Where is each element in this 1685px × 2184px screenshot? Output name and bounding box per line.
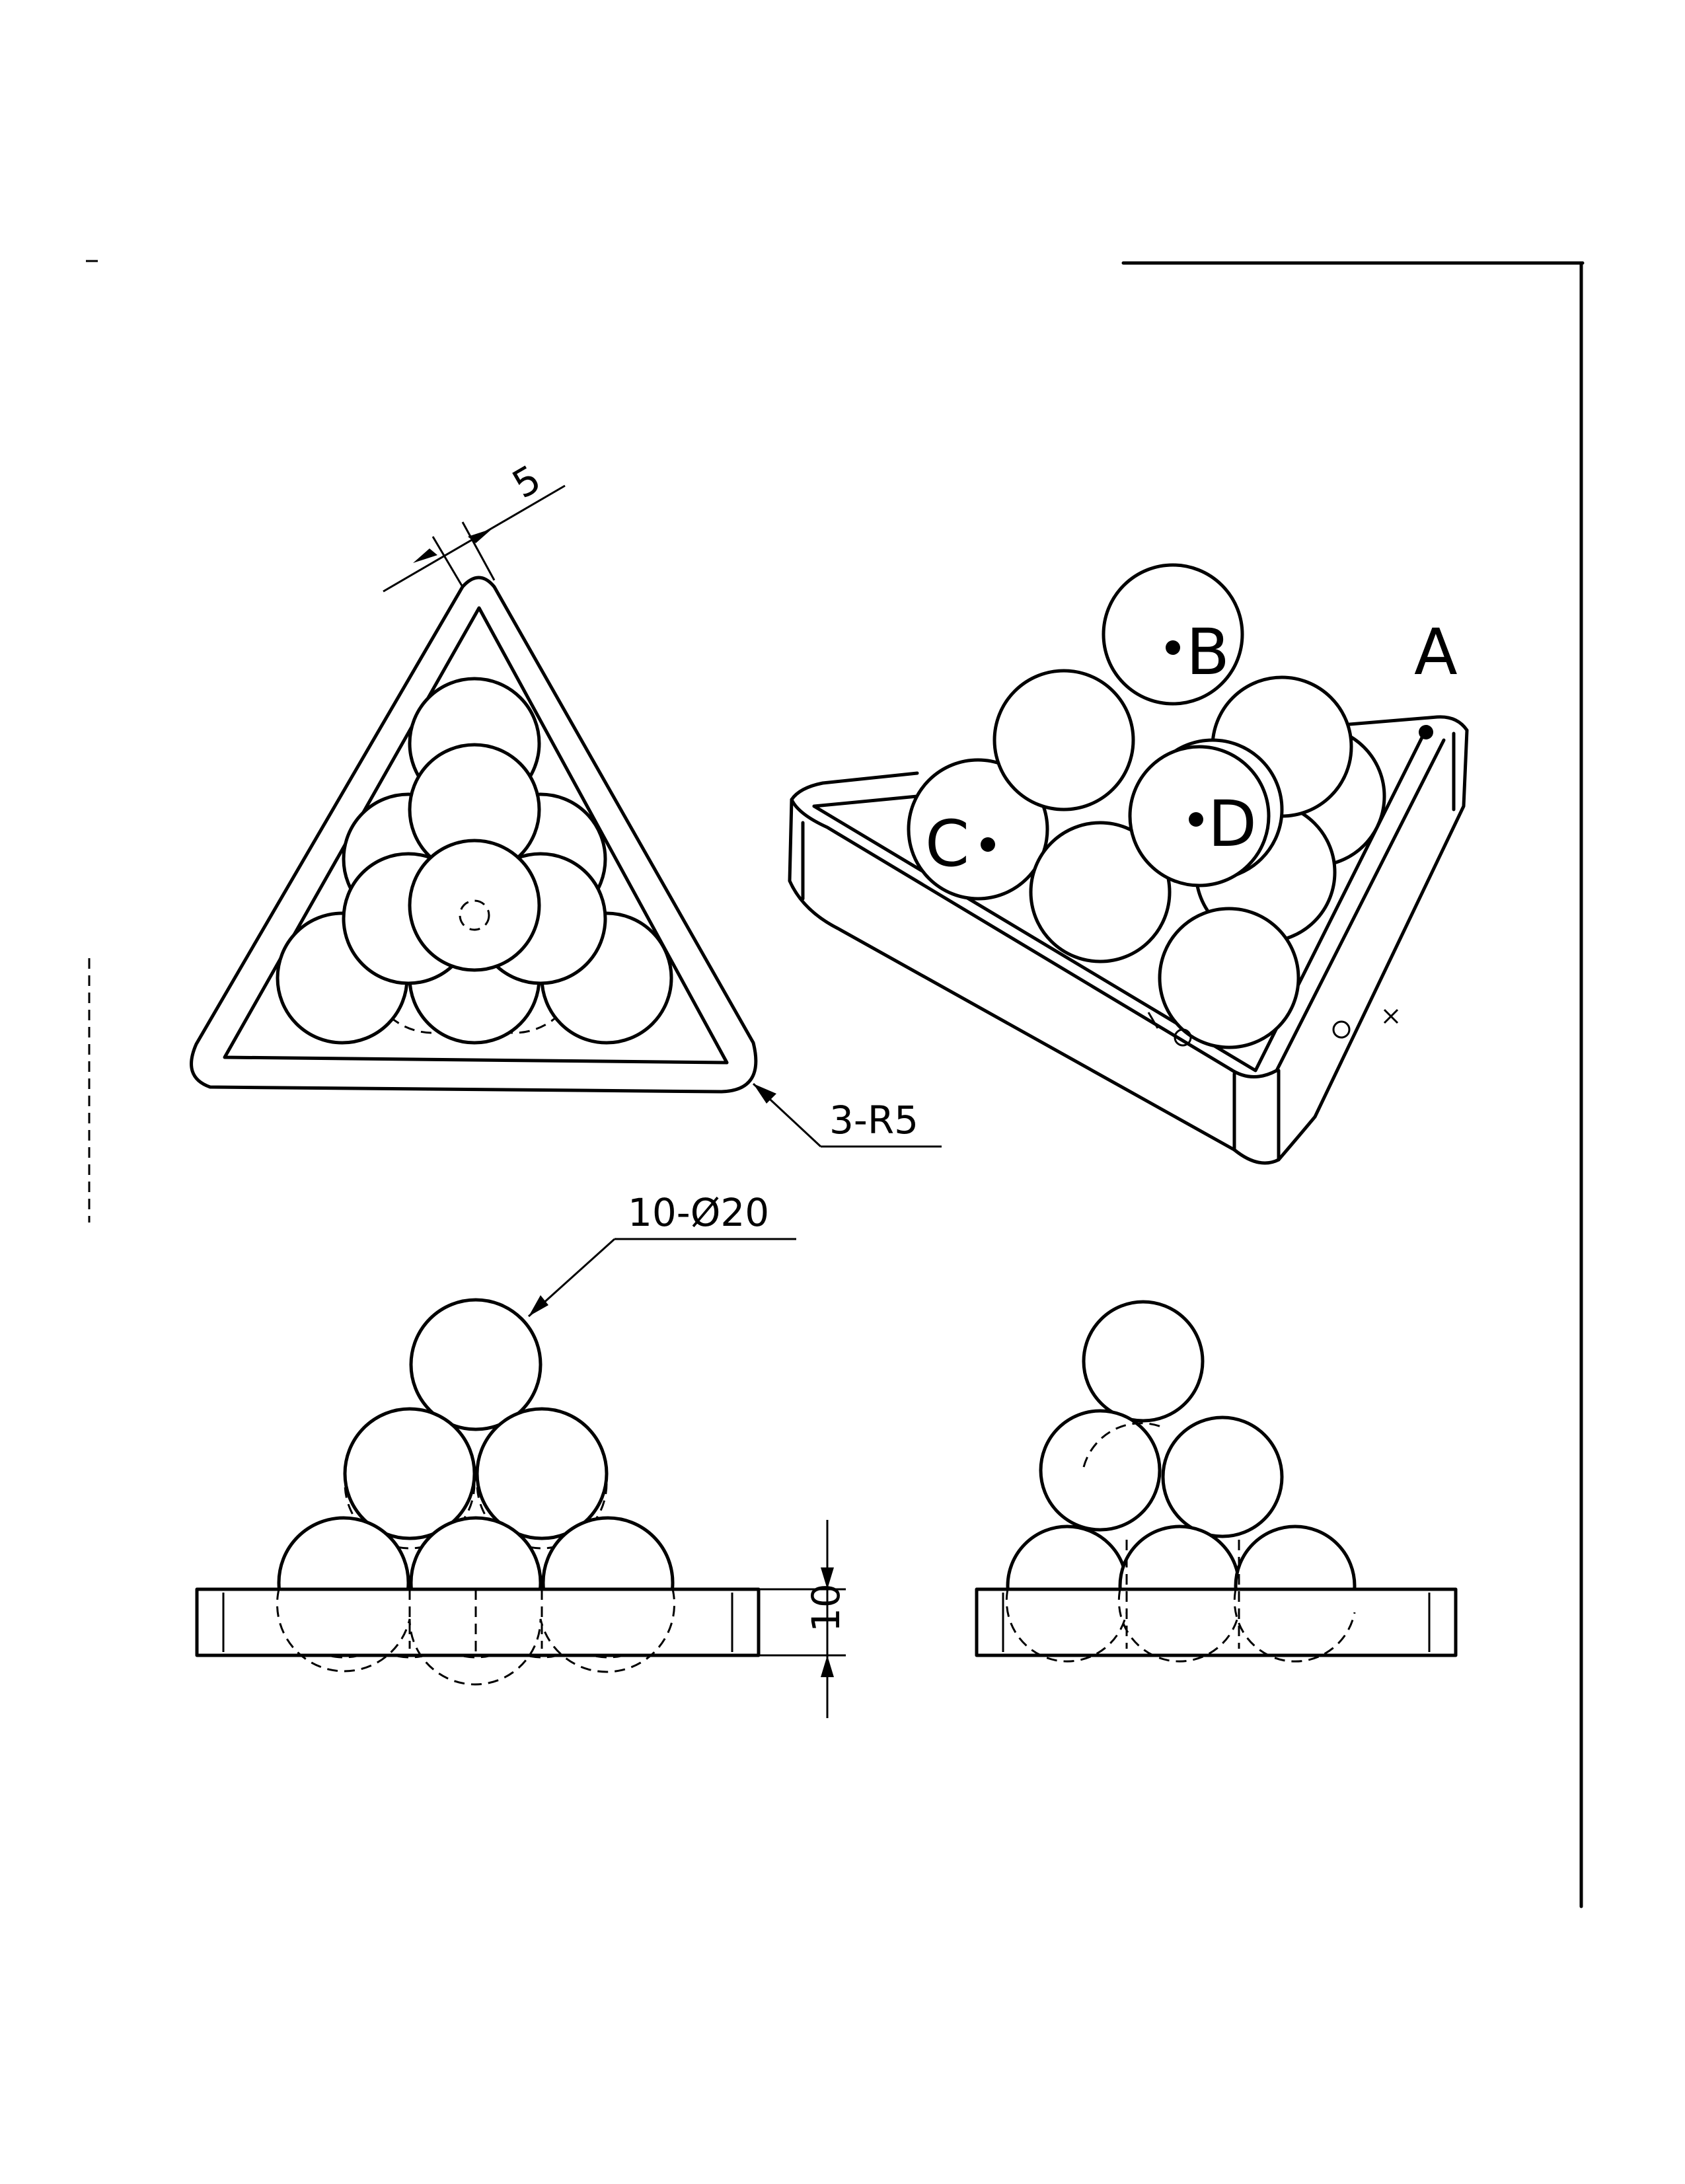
ball — [907, 758, 1049, 901]
dimension-radius: 3-R5 — [752, 1082, 942, 1148]
side-view — [975, 1300, 1458, 1663]
dimension-balls-label: 10-Ø20 — [628, 1190, 769, 1235]
front-view: 10-Ø20 10 — [195, 1190, 848, 1718]
ball — [1102, 563, 1244, 706]
point-c-label: C — [925, 807, 969, 881]
center-mark — [459, 899, 490, 931]
point-a-dot — [1419, 725, 1433, 739]
sheet-border — [86, 260, 1585, 1908]
ball — [408, 839, 541, 972]
point-b-dot — [1166, 640, 1180, 655]
side-rack-base — [975, 1587, 1458, 1657]
side-hidden-balls — [1005, 1422, 1356, 1663]
iso-balls — [907, 563, 1386, 1049]
dimension-radius-label: 3-R5 — [829, 1098, 918, 1143]
iso-points: A B C D — [925, 615, 1458, 881]
point-c-dot — [981, 837, 995, 852]
point-d-label: D — [1208, 787, 1257, 861]
dimension-thickness: 5 — [383, 456, 566, 593]
front-rack-base — [195, 1587, 761, 1657]
ball — [1158, 907, 1300, 1049]
ball — [1029, 821, 1172, 963]
iso-axis-marks — [1147, 1008, 1399, 1047]
front-hidden-balls-lower — [276, 1589, 675, 1686]
isometric-view: A B C D — [788, 563, 1469, 1165]
point-a-label: A — [1414, 615, 1458, 689]
dimension-height: 10 — [760, 1520, 848, 1718]
dimension-balls: 10-Ø20 — [527, 1190, 796, 1318]
top-view-balls — [276, 677, 673, 1045]
dimension-height-label: 10 — [804, 1583, 848, 1632]
point-d-dot — [1189, 812, 1203, 827]
point-b-label: B — [1186, 615, 1230, 689]
ball — [992, 669, 1135, 811]
top-view: 5 3-R5 — [190, 456, 942, 1148]
